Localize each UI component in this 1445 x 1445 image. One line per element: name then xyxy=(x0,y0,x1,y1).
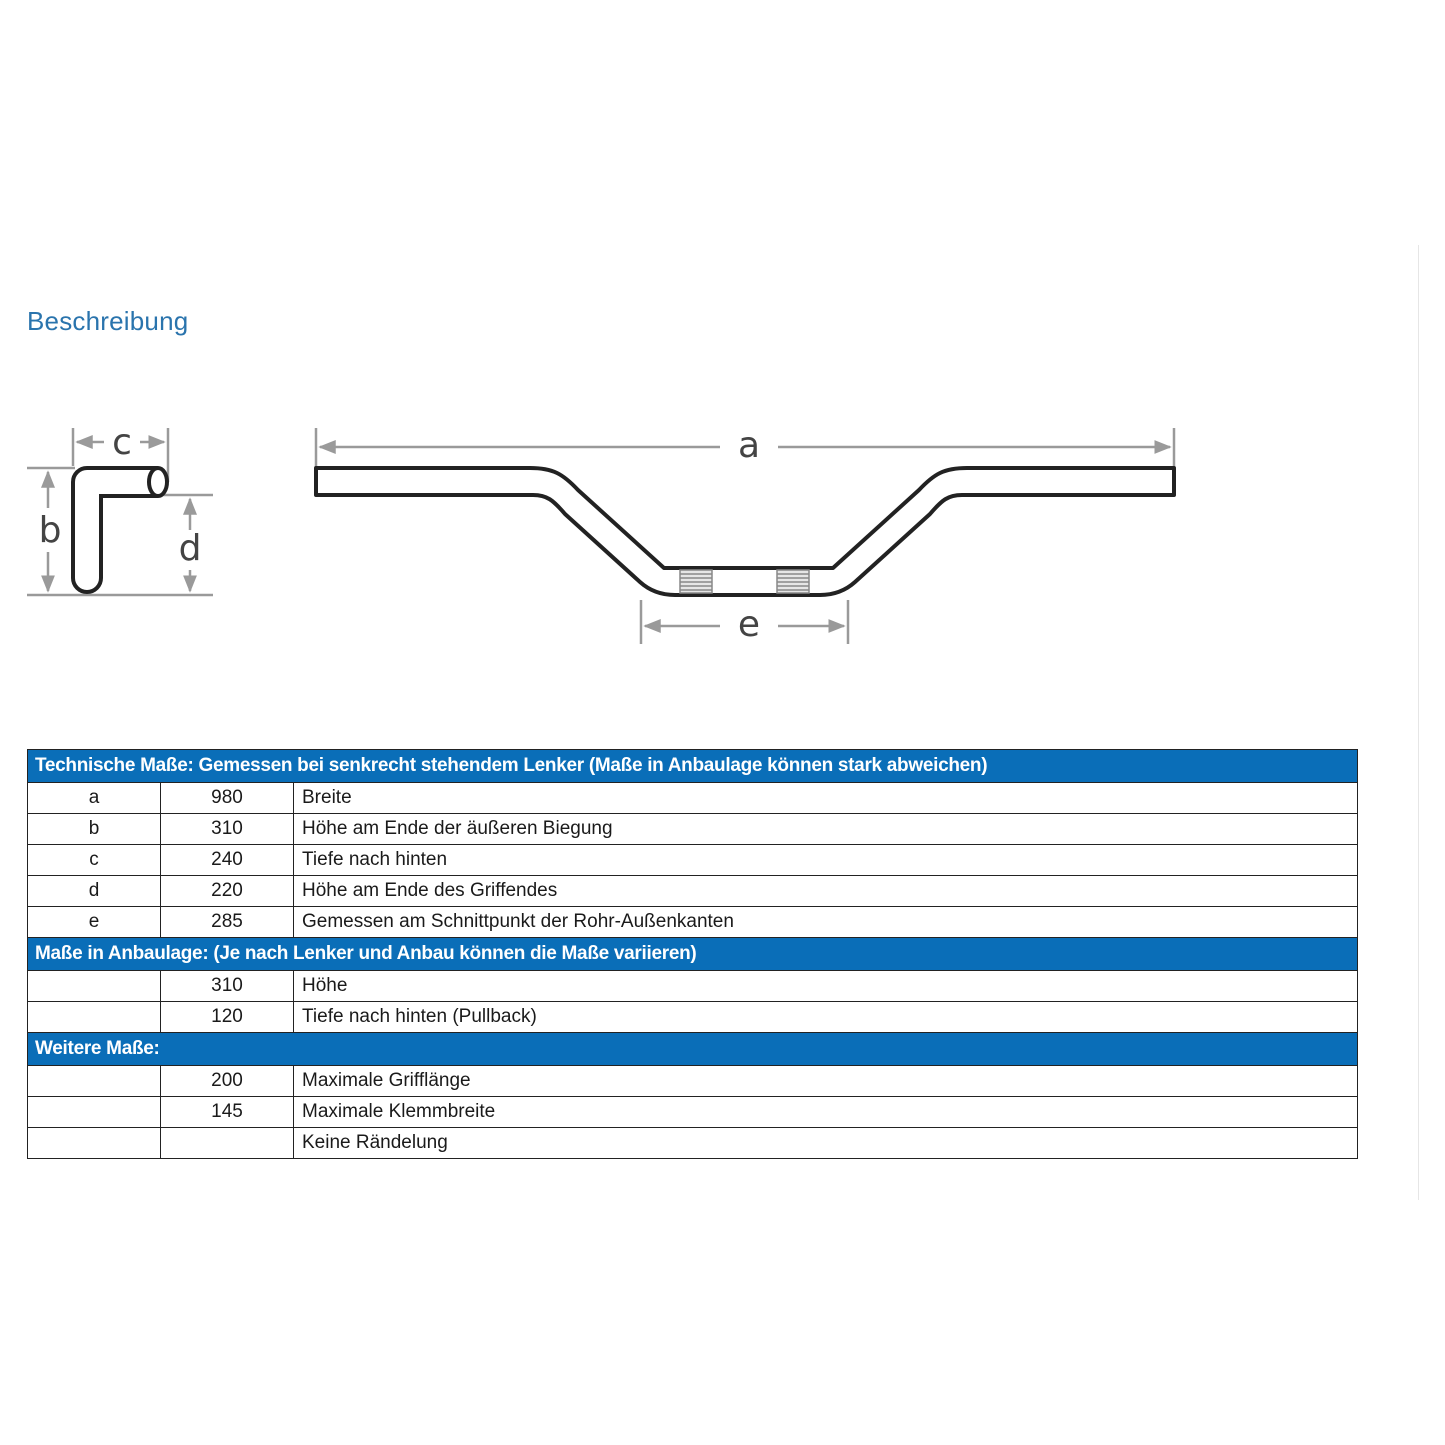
row-key: a xyxy=(27,782,161,814)
row-description: Tiefe nach hinten (Pullback) xyxy=(293,1001,1358,1033)
row-key: e xyxy=(27,906,161,938)
table-row: 145 Maximale Klemmbreite xyxy=(27,1096,1358,1128)
row-description: Keine Rändelung xyxy=(293,1127,1358,1159)
row-description: Maximale Klemmbreite xyxy=(293,1096,1358,1128)
row-key: b xyxy=(27,813,161,845)
row-description: Maximale Grifflänge xyxy=(293,1065,1358,1097)
row-value: 285 xyxy=(160,906,294,938)
dim-a-label: a xyxy=(738,425,760,466)
knurl-right xyxy=(776,569,810,594)
row-key xyxy=(27,970,161,1002)
table-row: Keine Rändelung xyxy=(27,1127,1358,1159)
row-description: Höhe xyxy=(293,970,1358,1002)
dim-d-label: d xyxy=(179,528,202,569)
table-row: e 285 Gemessen am Schnittpunkt der Rohr-… xyxy=(27,906,1358,938)
row-value: 220 xyxy=(160,875,294,907)
section-header-technical: Technische Maße: Gemessen bei senkrecht … xyxy=(27,749,1358,783)
table-row: 310 Höhe xyxy=(27,970,1358,1002)
row-description: Tiefe nach hinten xyxy=(293,844,1358,876)
dim-c-label: c xyxy=(112,422,132,463)
row-value: 240 xyxy=(160,844,294,876)
row-value: 310 xyxy=(160,970,294,1002)
row-key: c xyxy=(27,844,161,876)
dim-b-label: b xyxy=(39,510,62,551)
row-description: Höhe am Ende des Griffendes xyxy=(293,875,1358,907)
row-description: Höhe am Ende der äußeren Biegung xyxy=(293,813,1358,845)
handlebar-outline xyxy=(314,466,1176,597)
row-value: 980 xyxy=(160,782,294,814)
knurl-left xyxy=(679,569,713,594)
section-heading: Beschreibung xyxy=(27,306,189,336)
table-row: 200 Maximale Grifflänge xyxy=(27,1065,1358,1097)
row-value: 120 xyxy=(160,1001,294,1033)
row-value: 200 xyxy=(160,1065,294,1097)
tube-end-cap xyxy=(147,466,169,498)
section-header-mounted: Maße in Anbaulage: (Je nach Lenker und A… xyxy=(27,937,1358,971)
row-key: d xyxy=(27,875,161,907)
table-row: c 240 Tiefe nach hinten xyxy=(27,844,1358,876)
table-row: d 220 Höhe am Ende des Griffendes xyxy=(27,875,1358,907)
side-view: c b d xyxy=(27,422,213,597)
row-description: Gemessen am Schnittpunkt der Rohr-Außenk… xyxy=(293,906,1358,938)
section-title: Maße in Anbaulage: (Je nach Lenker und A… xyxy=(27,937,1358,971)
handlebar-diagram: c b d a xyxy=(27,422,1176,645)
dimensions-table: Technische Maße: Gemessen bei senkrecht … xyxy=(27,749,1358,1159)
right-divider xyxy=(1418,245,1419,1200)
row-key xyxy=(27,1096,161,1128)
section-title: Technische Maße: Gemessen bei senkrecht … xyxy=(27,749,1358,783)
dim-e-label: e xyxy=(738,604,760,645)
table-row: a 980 Breite xyxy=(27,782,1358,814)
front-view: a e xyxy=(314,425,1176,645)
section-header-further: Weitere Maße: xyxy=(27,1032,1358,1066)
side-tube-outline xyxy=(71,466,158,594)
row-value: 145 xyxy=(160,1096,294,1128)
table-row: b 310 Höhe am Ende der äußeren Biegung xyxy=(27,813,1358,845)
row-key xyxy=(27,1001,161,1033)
row-value xyxy=(160,1127,294,1159)
section-title: Weitere Maße: xyxy=(27,1032,1358,1066)
row-value: 310 xyxy=(160,813,294,845)
row-key xyxy=(27,1127,161,1159)
row-key xyxy=(27,1065,161,1097)
table-row: 120 Tiefe nach hinten (Pullback) xyxy=(27,1001,1358,1033)
row-description: Breite xyxy=(293,782,1358,814)
